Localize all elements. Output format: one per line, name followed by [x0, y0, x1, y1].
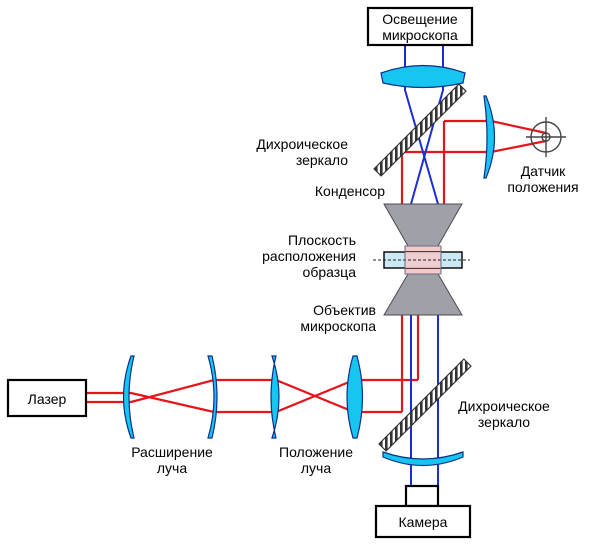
position-lens-2	[346, 355, 364, 439]
illumination-box: Освещение микроскопа	[366, 6, 474, 47]
expansion-lens-2	[207, 355, 218, 439]
condenser-label: Конденсор	[315, 183, 385, 199]
laser-beam-to-sensor-upper	[444, 119, 547, 135]
laser-beam-to-sensor-lower	[402, 139, 547, 154]
expansion-lens-1	[122, 355, 135, 439]
condenser	[383, 203, 463, 247]
position-sensor-icon	[526, 117, 566, 157]
sample-plane-label-line2: расположения	[262, 248, 356, 264]
dichroic-bottom-label-line2: зеркало	[478, 414, 530, 430]
position-lens-1	[270, 355, 280, 439]
camera-label: Камера	[399, 514, 448, 530]
sample-plane	[373, 245, 470, 275]
sample-plane-label-line1: Плоскость	[288, 232, 356, 248]
lenses	[122, 64, 496, 467]
camera-box: Камера	[374, 484, 472, 539]
beam-expansion-label-line2: луча	[157, 460, 187, 476]
objective-label-line1: Объектив	[313, 302, 376, 318]
sample-plane-label-line3: образца	[303, 264, 357, 280]
sensor-label-line1: Датчик	[521, 163, 566, 179]
dichroic-top-label-line1: Дихроическое	[256, 136, 348, 152]
laser-beam-upper	[86, 378, 418, 414]
laser-label: Лазер	[28, 391, 67, 407]
beam-expansion-label-line1: Расширение	[131, 444, 213, 460]
illumination-label-line2: микроскопа	[382, 27, 458, 43]
dichroic-top-label-line2: зеркало	[296, 152, 348, 168]
illumination-lens	[380, 64, 466, 89]
sensor-lens	[483, 95, 496, 179]
camera-lens	[382, 451, 464, 467]
beam-position-label-line2: луча	[301, 460, 331, 476]
dichroic-mirror-bottom	[378, 358, 472, 452]
dichroic-bottom-label-line1: Дихроическое	[458, 398, 550, 414]
dichroic-mirror-top	[373, 83, 467, 177]
laser-box: Лазер	[6, 378, 88, 418]
illumination-label-line1: Освещение	[382, 11, 458, 27]
annotations: Дихроическое зеркало Датчик положения Ко…	[131, 136, 578, 476]
objective-label-line2: микроскопа	[300, 318, 376, 334]
beam-position-label-line1: Положение	[279, 444, 353, 460]
objective	[383, 273, 463, 316]
sensor-label-line2: положения	[507, 179, 578, 195]
